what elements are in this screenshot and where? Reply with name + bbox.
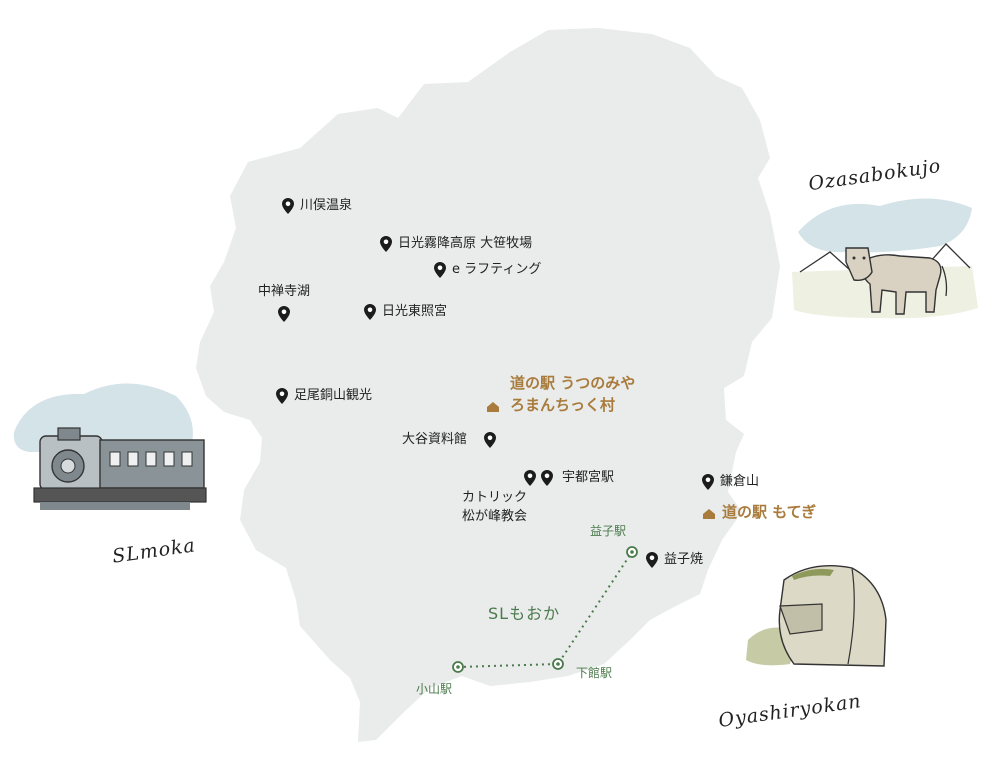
map-pin-icon[interactable]	[364, 304, 376, 320]
poi-label: 大谷資料館	[402, 432, 468, 447]
map-pin-icon[interactable]	[484, 432, 496, 448]
map-pin-icon[interactable]	[278, 306, 290, 322]
map-pin-icon[interactable]	[524, 470, 536, 486]
roadside-station-icon	[487, 402, 499, 412]
map-pin-icon[interactable]	[282, 198, 294, 214]
roadside-station-subname: ろまんちっく村	[510, 396, 616, 414]
station-marker-oyama[interactable]	[452, 661, 464, 673]
poi-label-line2: 松が峰教会	[462, 509, 528, 524]
station-label-mashiko: 益子駅	[590, 524, 627, 538]
map-pin-icon[interactable]	[276, 388, 288, 404]
roadside-station-icon	[703, 509, 715, 519]
tochigi-prefecture-shape	[196, 28, 780, 742]
station-label-shimodate: 下館駅	[576, 666, 613, 680]
map-pin-icon[interactable]	[434, 262, 446, 278]
poi-label: 足尾銅山観光	[294, 388, 373, 403]
steam-locomotive-icon	[33, 427, 207, 510]
station-marker-mashiko[interactable]	[626, 546, 638, 558]
rock-icon	[778, 565, 887, 667]
map-pin-icon[interactable]	[702, 474, 714, 490]
poi-label: 益子焼	[664, 552, 704, 567]
mountain-icon	[799, 243, 971, 273]
roadside-station-name: 道の駅 もてぎ	[722, 503, 817, 521]
poi-label: 宇都宮駅	[562, 470, 615, 485]
poi-label: 中禅寺湖	[258, 284, 311, 299]
map-pin-icon[interactable]	[646, 552, 658, 568]
poi-label: e ラフティング	[452, 262, 542, 277]
roadside-station-name: 道の駅 うつのみや	[510, 374, 636, 392]
map-pin-icon[interactable]	[380, 236, 392, 252]
poi-label: 鎌倉山	[720, 474, 760, 489]
poi-label: 日光東照宮	[382, 304, 448, 319]
poi-label: 日光霧降高原 大笹牧場	[398, 236, 533, 251]
oyashiro-rock-illustration[interactable]	[746, 565, 887, 667]
sl-moka-illustration[interactable]	[13, 383, 207, 510]
ozasa-farm-illustration[interactable]	[792, 198, 978, 319]
station-marker-shimodate[interactable]	[552, 658, 564, 670]
poi-label: カトリック	[462, 490, 528, 505]
map-pin-icon[interactable]	[541, 470, 553, 486]
cow-icon	[845, 247, 948, 315]
poi-label: 川俣温泉	[300, 198, 353, 213]
station-label-oyama: 小山駅	[416, 682, 453, 696]
sky-cloud-shape	[798, 198, 972, 253]
sl-line-name: SLもおか	[488, 604, 561, 623]
